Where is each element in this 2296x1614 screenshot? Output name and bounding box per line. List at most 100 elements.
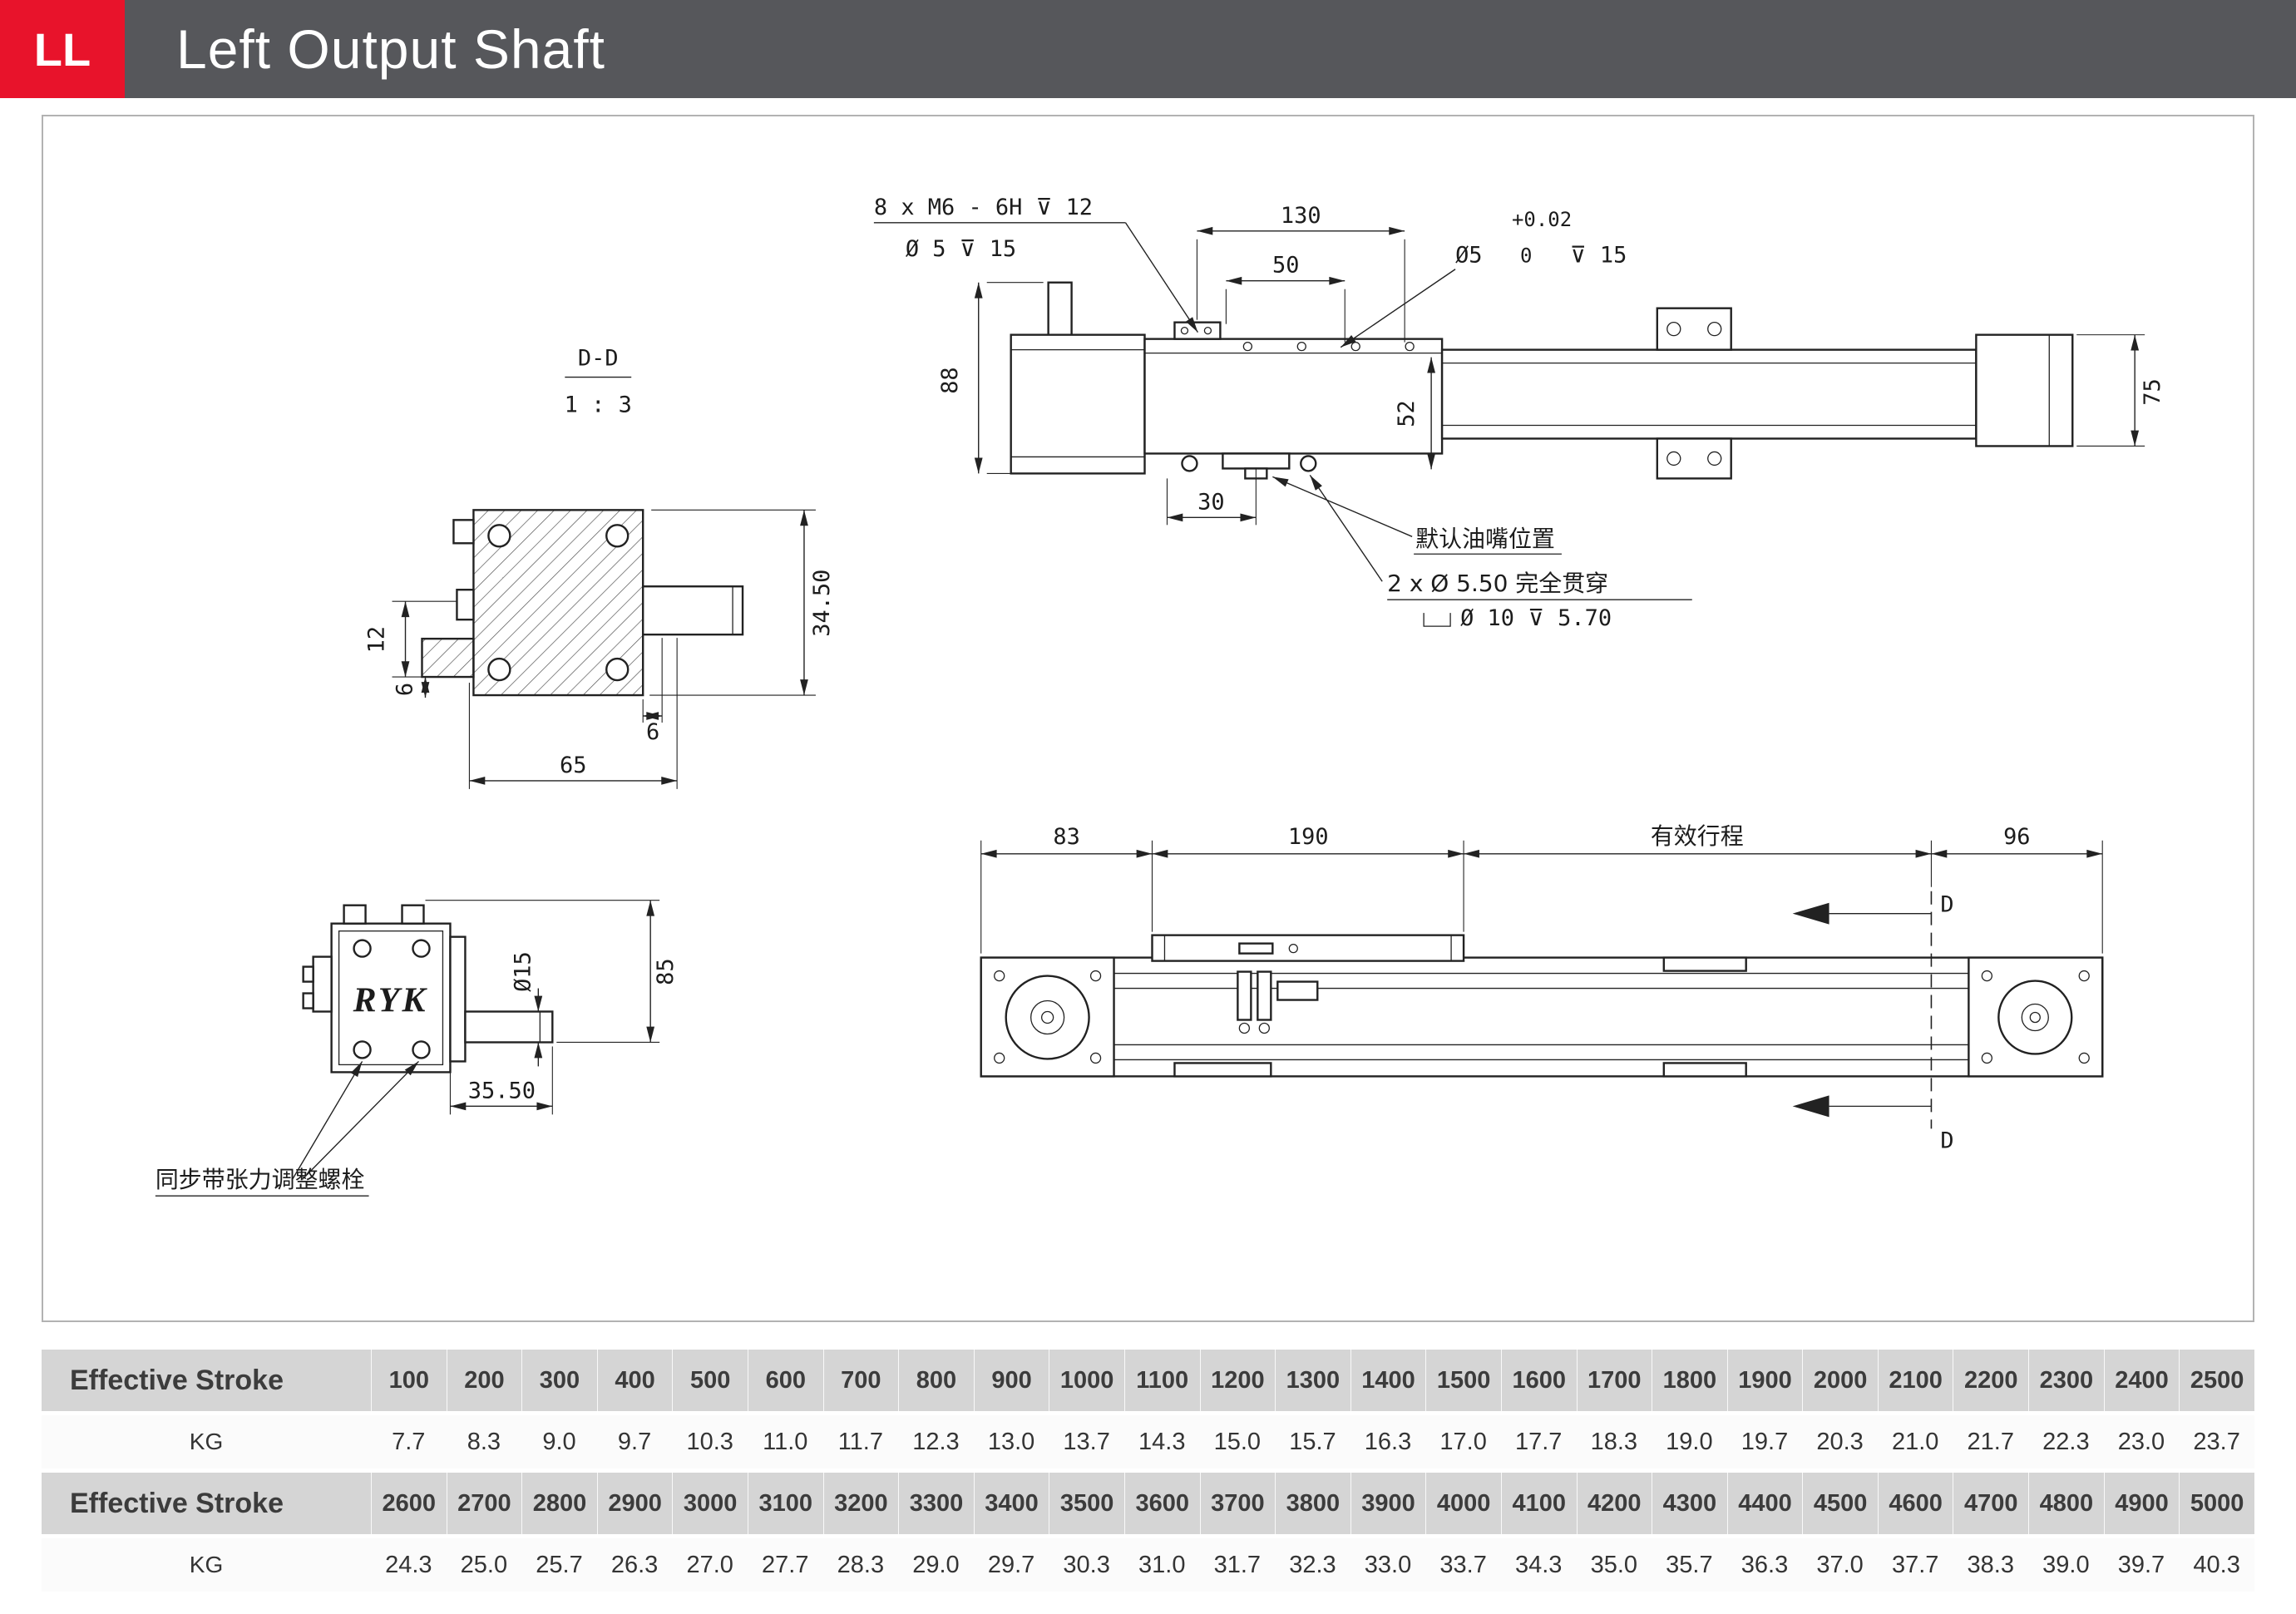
kg-value: 25.7 bbox=[536, 1551, 583, 1578]
stroke-value: 2100 bbox=[1877, 1350, 1953, 1411]
stroke-value: 600 bbox=[747, 1350, 823, 1411]
stroke-value: 1500 bbox=[1425, 1350, 1501, 1411]
kg-value: 27.0 bbox=[686, 1551, 733, 1578]
kg-value: 16.3 bbox=[1364, 1428, 1412, 1455]
stroke-value: 4900 bbox=[2103, 1473, 2180, 1534]
stroke-value: 4200 bbox=[1576, 1473, 1652, 1534]
stroke-value: 3100 bbox=[747, 1473, 823, 1534]
dim-190-label: 190 bbox=[1288, 824, 1329, 850]
stroke-value: 4300 bbox=[1652, 1473, 1727, 1534]
kg-value: 8.3 bbox=[467, 1428, 501, 1455]
callout-d5-depth-label: ⊽ 15 bbox=[1570, 243, 1627, 269]
kg-row-label: KG bbox=[189, 1429, 224, 1454]
kg-value: 21.7 bbox=[1967, 1428, 2014, 1455]
section-view: D-D 1 : 3 34.50 12 6 6 65 bbox=[364, 346, 835, 789]
section-scale: 1 : 3 bbox=[565, 392, 632, 418]
stroke-value: 500 bbox=[672, 1350, 748, 1411]
dim-6-right-label: 6 bbox=[646, 719, 659, 745]
kg-value: 33.0 bbox=[1364, 1551, 1412, 1578]
through-hole-left bbox=[1181, 455, 1198, 472]
kg-value: 30.3 bbox=[1063, 1551, 1110, 1578]
side-view: 88 75 130 50 52 30 8 x M6 - 6H ⊽ 12 Ø 5 … bbox=[873, 195, 2165, 631]
kg-value: 11.7 bbox=[837, 1428, 883, 1455]
dim-6-left-label: 6 bbox=[392, 683, 417, 696]
kg-value: 23.0 bbox=[2117, 1428, 2165, 1455]
section-arrow-bottom-icon bbox=[1792, 1095, 1829, 1118]
kg-value: 27.7 bbox=[762, 1551, 809, 1578]
through-hole-right bbox=[1300, 455, 1317, 472]
kg-value: 28.3 bbox=[837, 1551, 885, 1578]
page-title: Left Output Shaft bbox=[176, 18, 605, 80]
page-header: LL Left Output Shaft bbox=[0, 0, 2296, 98]
dim-88-label: 88 bbox=[937, 367, 963, 393]
stroke-value: 3900 bbox=[1350, 1473, 1426, 1534]
stroke-value: 2300 bbox=[2028, 1350, 2104, 1411]
stroke-value: 3700 bbox=[1199, 1473, 1276, 1534]
stroke-value: 1000 bbox=[1049, 1350, 1124, 1411]
leader-counterbore-label: Ø 10 ⊽ 5.70 bbox=[1460, 605, 1612, 631]
stroke-value: 400 bbox=[596, 1350, 673, 1411]
stroke-value: 1400 bbox=[1350, 1350, 1426, 1411]
kg-value: 21.0 bbox=[1891, 1428, 1939, 1455]
pulley-block-right bbox=[1968, 956, 2104, 1078]
kg-value: 33.7 bbox=[1439, 1551, 1487, 1578]
kg-value: 23.7 bbox=[2193, 1428, 2240, 1455]
stroke-value: 3000 bbox=[672, 1473, 748, 1534]
stroke-value: 2500 bbox=[2179, 1350, 2254, 1411]
section-foot bbox=[421, 637, 475, 679]
leader-belt-tension-label: 同步带张力调整螺栓 bbox=[156, 1166, 365, 1193]
stroke-value: 800 bbox=[898, 1350, 974, 1411]
kg-value: 9.0 bbox=[542, 1428, 576, 1455]
belt-tension-bolt-left bbox=[353, 1040, 372, 1059]
kg-value: 19.0 bbox=[1666, 1428, 1713, 1455]
kg-value: 15.7 bbox=[1289, 1428, 1336, 1455]
kg-value: 35.7 bbox=[1666, 1551, 1713, 1578]
motor-view: RYK Ø15 85 35.50 同步带张力调整螺栓 bbox=[155, 900, 679, 1197]
belt-tension-bolt-right bbox=[412, 1040, 431, 1059]
kg-value: 20.3 bbox=[1816, 1428, 1864, 1455]
stroke-value: 1100 bbox=[1123, 1350, 1200, 1411]
kg-value: 26.3 bbox=[610, 1551, 659, 1578]
top-view: 83 190 有效行程 96 bbox=[980, 822, 2104, 1153]
stroke-value: 3600 bbox=[1123, 1473, 1200, 1534]
callout-d5-label: Ø5 bbox=[1455, 243, 1482, 269]
section-mark-bottom-label: D bbox=[1940, 1128, 1953, 1153]
stroke-value: 2900 bbox=[596, 1473, 673, 1534]
kg-value: 24.3 bbox=[385, 1551, 432, 1578]
kg-value: 19.7 bbox=[1741, 1428, 1789, 1455]
technical-drawing: 88 75 130 50 52 30 8 x M6 - 6H ⊽ 12 Ø 5 … bbox=[155, 195, 2165, 1197]
tolerance-zero-label: 0 bbox=[1520, 244, 1532, 268]
tolerance-plus-label: +0.02 bbox=[1512, 208, 1572, 231]
stroke-value: 3300 bbox=[898, 1473, 974, 1534]
stroke-value: 300 bbox=[521, 1350, 597, 1411]
oil-port-block bbox=[1222, 452, 1291, 470]
kg-value: 17.7 bbox=[1514, 1428, 1563, 1455]
dim-12-label: 12 bbox=[364, 626, 390, 653]
section-left-tab bbox=[452, 519, 475, 545]
kg-value: 7.7 bbox=[392, 1428, 426, 1455]
stroke-value: 100 bbox=[371, 1350, 447, 1411]
kg-value: 22.3 bbox=[2042, 1428, 2090, 1455]
kg-value: 40.3 bbox=[2193, 1551, 2240, 1578]
kg-value: 34.3 bbox=[1514, 1551, 1563, 1578]
stroke-value: 2000 bbox=[1802, 1350, 1878, 1411]
dim-3450-label: 34.50 bbox=[809, 570, 835, 637]
dim-3550-label: 35.50 bbox=[468, 1078, 536, 1103]
dim-52-label: 52 bbox=[1394, 400, 1420, 427]
mount-plate-bottom bbox=[1656, 437, 1732, 480]
leader-oil-port-label: 默认油嘴位置 bbox=[1415, 525, 1555, 552]
kg-value: 29.0 bbox=[912, 1551, 960, 1578]
stroke-value: 4700 bbox=[1953, 1473, 2028, 1534]
motor-connector bbox=[312, 955, 333, 1013]
stroke-row-label: Effective Stroke bbox=[70, 1487, 284, 1519]
kg-value: 17.0 bbox=[1439, 1428, 1487, 1455]
kg-value: 9.7 bbox=[617, 1428, 652, 1455]
drawing-panel: 88 75 130 50 52 30 8 x M6 - 6H ⊽ 12 Ø 5 … bbox=[42, 115, 2254, 1322]
stroke-value: 4400 bbox=[1726, 1473, 1803, 1534]
stroke-value: 4500 bbox=[1802, 1473, 1878, 1534]
model-badge: LL bbox=[0, 0, 125, 98]
dim-85-label: 85 bbox=[653, 958, 679, 985]
